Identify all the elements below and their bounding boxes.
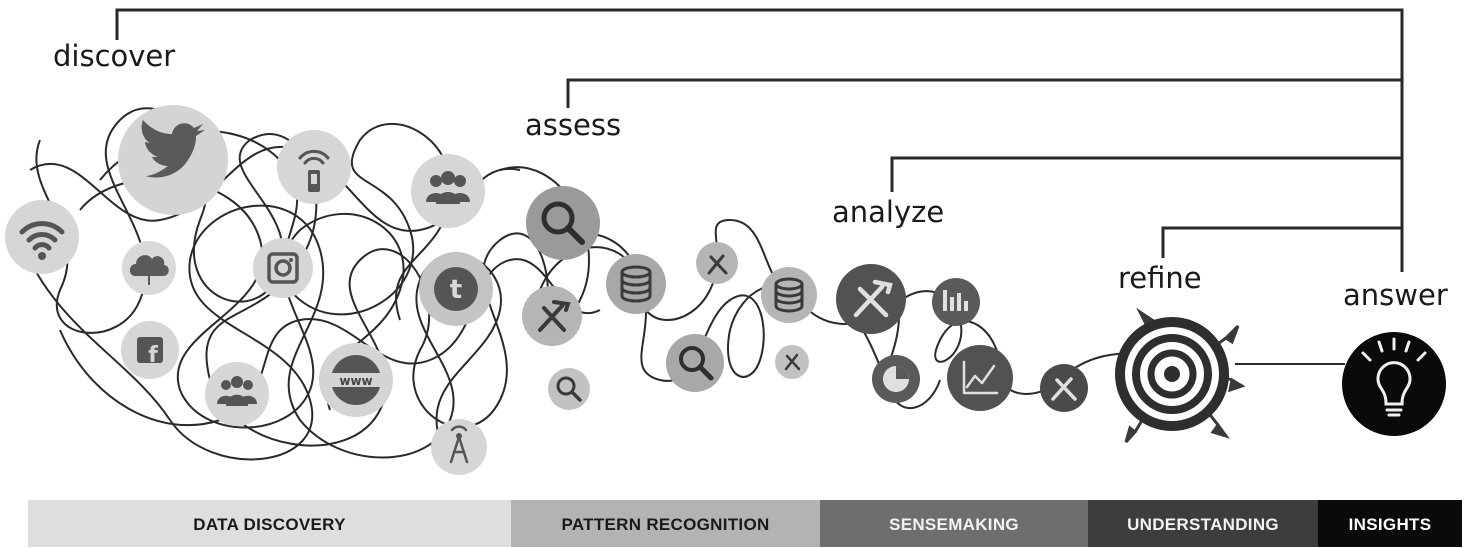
cloud-icon	[122, 241, 176, 295]
stage-label-discover: discover	[53, 39, 175, 73]
facebook-icon: f	[121, 321, 179, 379]
magnifier-icon-large	[526, 186, 600, 260]
svg-text:f: f	[148, 343, 158, 368]
band-label-pattern-recognition: PATTERN RECOGNITION	[561, 515, 769, 534]
band-label-insights: INSIGHTS	[1349, 515, 1432, 534]
band-understanding: UNDERSTANDING	[1088, 500, 1318, 547]
stage-label-assess: assess	[525, 108, 621, 142]
stage-brackets	[115, 8, 1404, 272]
pie-chart-icon	[872, 355, 920, 403]
lightbulb-icon	[1342, 332, 1446, 436]
analyze-bracket	[890, 156, 1402, 192]
people-group-icon-small	[205, 362, 269, 426]
hammer-pick-icon-tiny	[775, 345, 809, 379]
tumblr-icon: t	[419, 252, 493, 326]
database-icon-2	[761, 267, 817, 323]
wifi-icon	[5, 200, 79, 274]
stage-label-refine: refine	[1118, 261, 1202, 295]
band-sensemaking: SENSEMAKING	[820, 500, 1088, 547]
refine-bracket	[1161, 226, 1402, 258]
discover-bracket	[115, 8, 1404, 272]
band-insights: INSIGHTS	[1318, 500, 1462, 547]
band-label-data-discovery: DATA DISCOVERY	[193, 515, 346, 534]
hammer-pick-icon-small	[696, 242, 738, 284]
bar-chart-icon	[932, 278, 980, 326]
people-group-icon	[411, 154, 485, 228]
hammer-pick-icon-refine	[1040, 364, 1088, 412]
hammer-pick-icon-analyze	[836, 264, 906, 334]
svg-text:www: www	[339, 374, 372, 388]
target-with-darts-icon	[1115, 307, 1246, 444]
twitter-bird-icon	[118, 105, 228, 215]
mobile-signal-icon	[277, 130, 351, 204]
line-chart-icon	[947, 345, 1013, 411]
band-pattern-recognition: PATTERN RECOGNITION	[511, 500, 820, 547]
www-globe-icon: www	[319, 343, 393, 417]
band-data-discovery: DATA DISCOVERY	[28, 500, 511, 547]
process-band: DATA DISCOVERY PATTERN RECOGNITION SENSE…	[28, 500, 1462, 547]
instagram-camera-icon	[253, 238, 313, 298]
hammer-pick-icon-assess	[522, 286, 582, 346]
antenna-tower-icon	[431, 419, 487, 475]
stage-label-analyze: analyze	[832, 195, 944, 229]
magnifier-icon-medium	[666, 334, 724, 392]
magnifier-icon-small	[548, 368, 590, 410]
band-label-understanding: UNDERSTANDING	[1127, 515, 1279, 534]
database-icon	[606, 254, 666, 314]
stage-label-answer: answer	[1343, 278, 1448, 312]
band-label-sensemaking: SENSEMAKING	[889, 515, 1019, 534]
assess-bracket	[566, 78, 1402, 108]
svg-text:t: t	[450, 275, 462, 305]
